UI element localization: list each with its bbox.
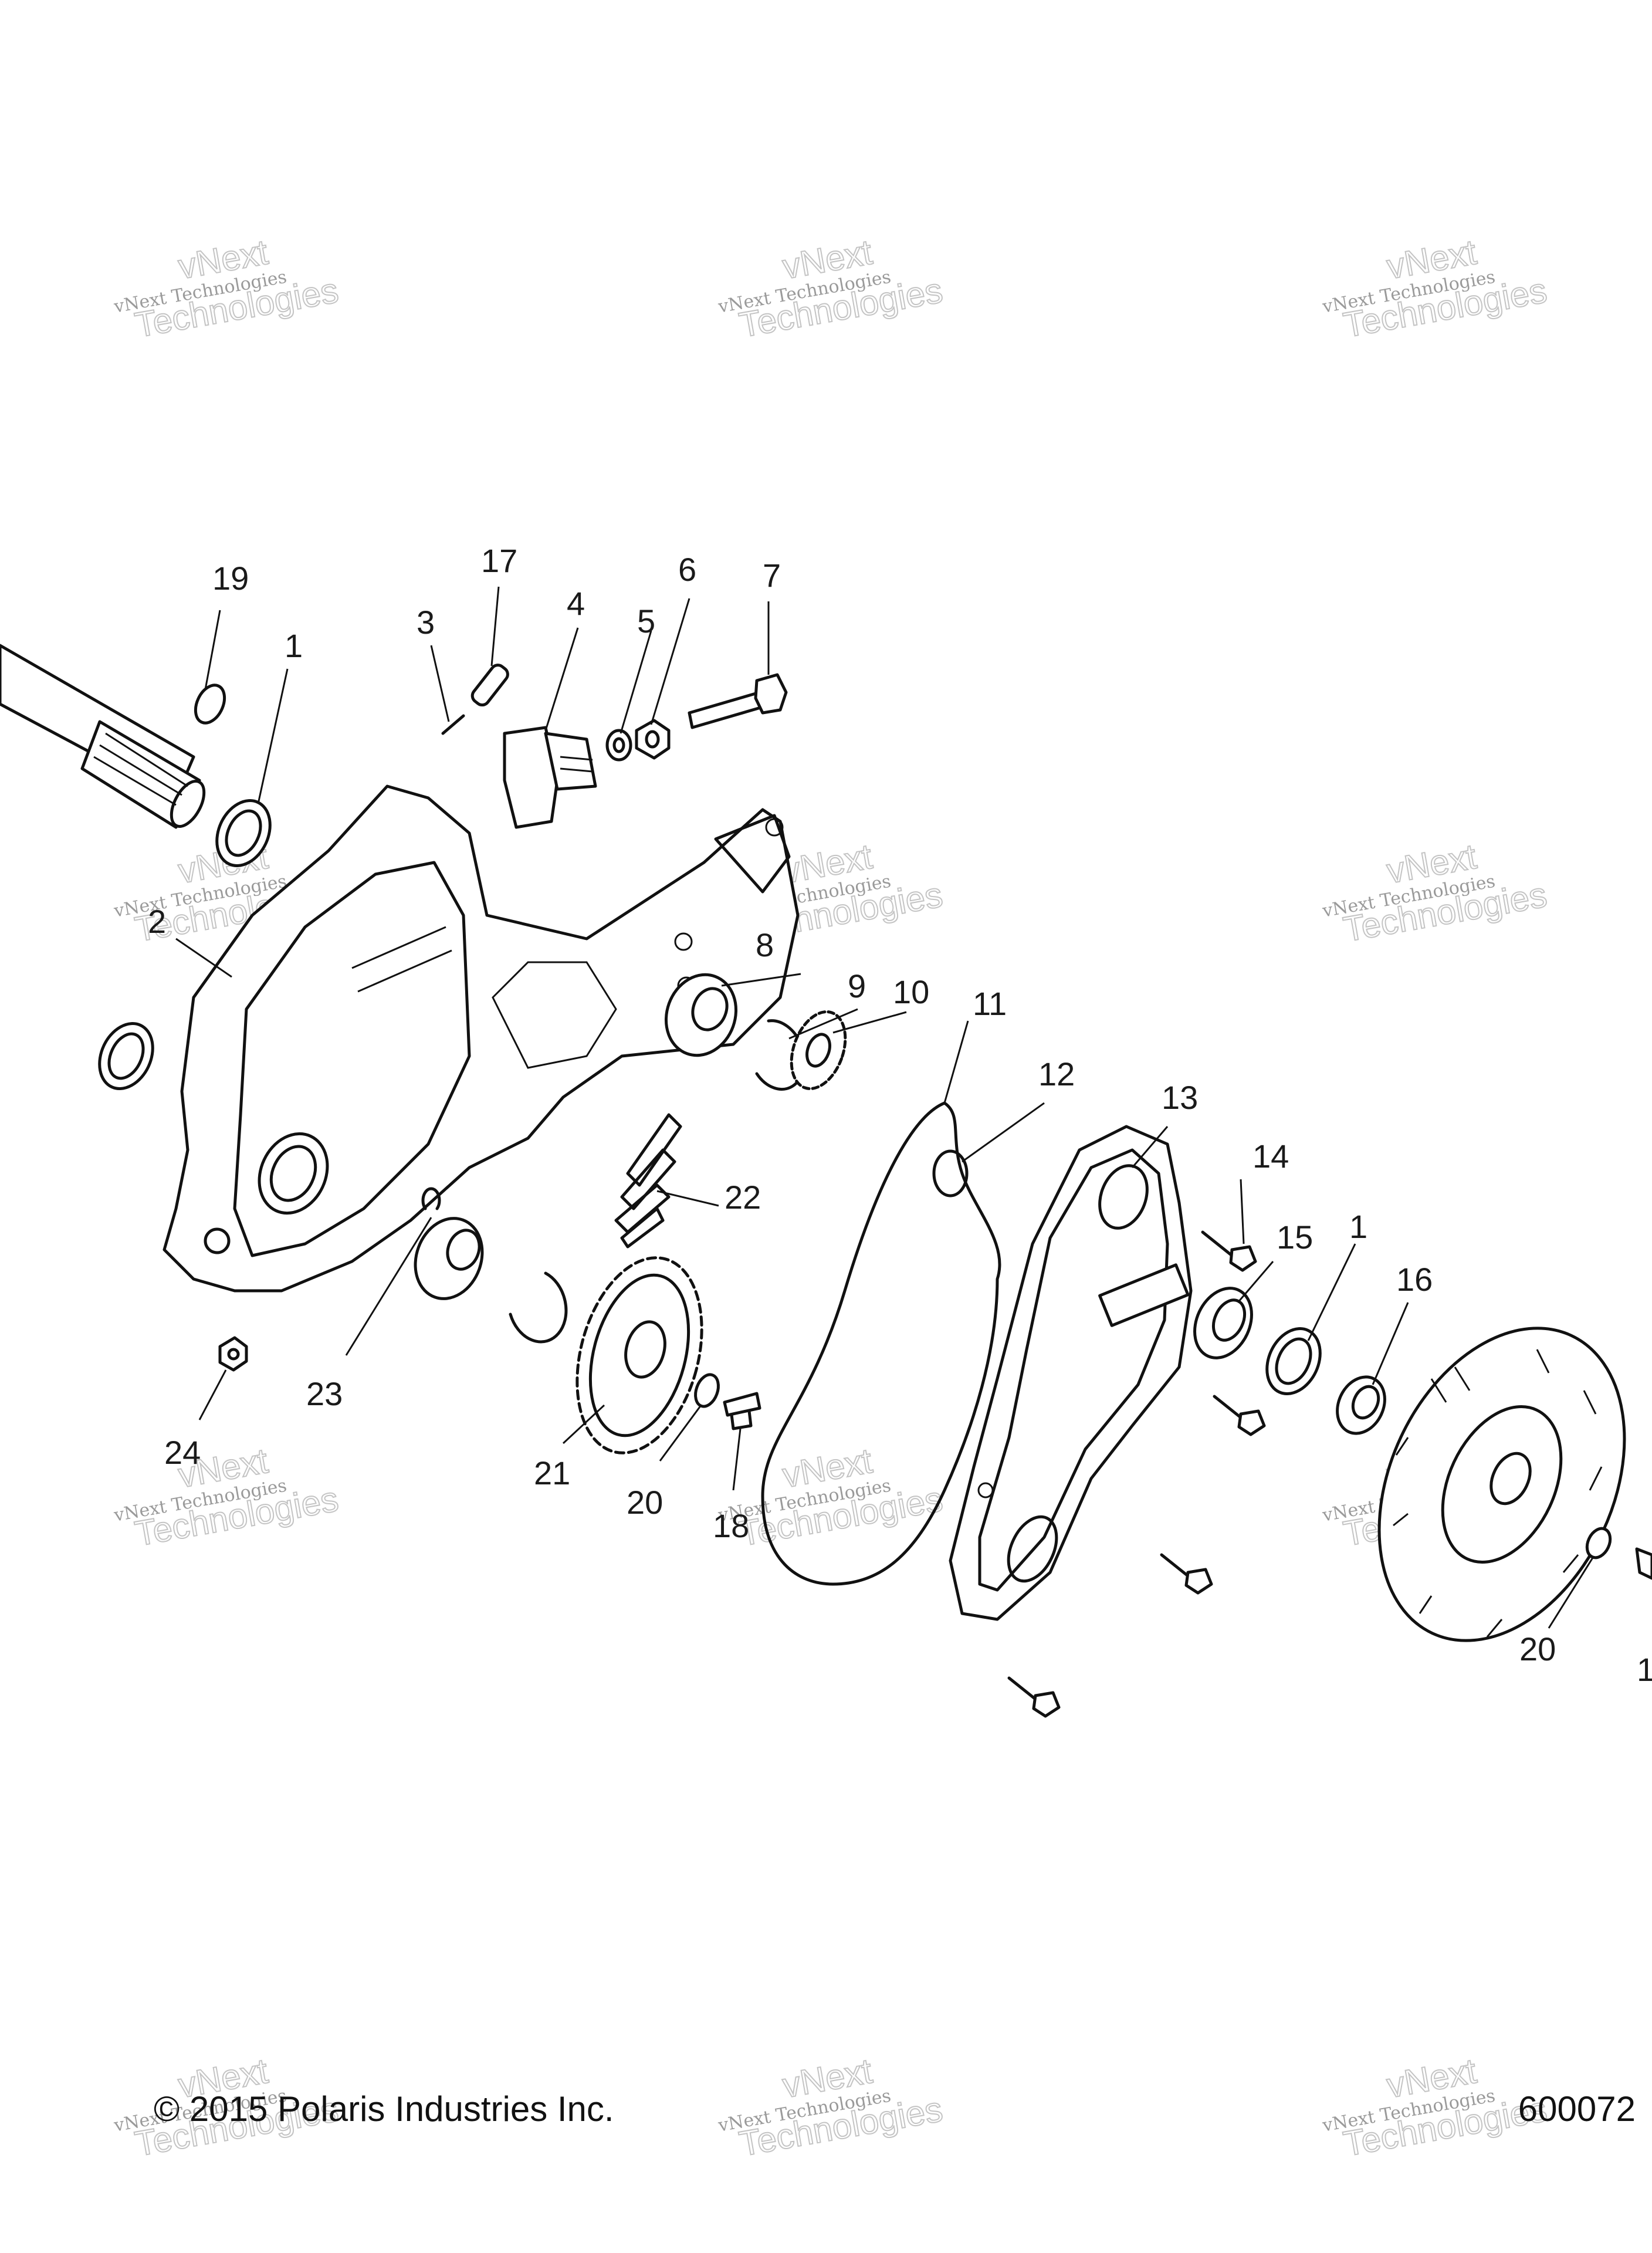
callout-16: 16	[1396, 1261, 1433, 1298]
bearing-15	[1193, 1287, 1253, 1359]
callout-8: 8	[756, 926, 774, 963]
leader-lines	[175, 586, 1594, 1629]
callout-17: 17	[481, 542, 517, 579]
callout-15: 15	[1277, 1219, 1313, 1256]
nut-24	[218, 1336, 248, 1372]
pin-17	[470, 664, 509, 707]
chaincase-cover	[949, 1125, 1193, 1621]
copyright-notice: © 2015 Polaris Industries Inc.	[154, 2089, 614, 2129]
washer-5	[605, 729, 632, 762]
callout-21: 21	[534, 1454, 570, 1491]
watermark: vNext vNext Technologies Technologies	[112, 232, 342, 346]
callout-2: 2	[148, 903, 166, 940]
tensioner-block	[503, 726, 597, 829]
watermark: vNext vNext Technologies Technologies	[1321, 836, 1551, 950]
splined-axle-shaft	[0, 644, 206, 829]
screw-cover-c	[1007, 1676, 1061, 1718]
callout-11: 11	[973, 985, 1007, 1022]
callout-14: 14	[1252, 1138, 1289, 1175]
callout-12: 12	[1038, 1056, 1075, 1092]
watermark: vNext vNext Technologies Technologies	[716, 2051, 946, 2164]
watermark: vNext vNext Technologies Technologies	[716, 232, 946, 346]
chain-22	[614, 1113, 682, 1249]
watermark: vNext vNext Technologies Technologies	[1321, 232, 1551, 346]
screw-cover-a	[1213, 1395, 1266, 1436]
callout-1-far-right: 1	[1637, 1651, 1652, 1688]
bearing-23-area	[414, 1217, 484, 1300]
seal-1-right	[1265, 1327, 1322, 1395]
callout-3: 3	[417, 604, 435, 641]
bearing-16	[1336, 1375, 1386, 1435]
figure-number: 600072	[1518, 2089, 1636, 2129]
callout-20-right: 20	[1519, 1630, 1556, 1667]
callout-1: 1	[285, 627, 303, 664]
callout-9: 9	[848, 967, 866, 1004]
seal-left-housing	[98, 1022, 154, 1090]
brake-disc	[1377, 1327, 1626, 1642]
callout-10: 10	[893, 973, 929, 1010]
callout-5: 5	[637, 603, 655, 640]
callout-20: 20	[627, 1484, 663, 1521]
washer-20	[694, 1373, 720, 1408]
gasket-11	[761, 1101, 1001, 1586]
washer-20-right	[1585, 1527, 1612, 1559]
chaincase-housing	[163, 784, 800, 1293]
callout-4: 4	[567, 585, 585, 622]
callout-7: 7	[763, 557, 781, 594]
bolt-18	[723, 1392, 761, 1430]
watermark: vNext vNext Technologies Technologies	[112, 1440, 342, 1554]
screw-14	[1201, 1230, 1257, 1272]
callout-24: 24	[164, 1434, 201, 1471]
snap-ring-21-area	[509, 1271, 568, 1344]
callout-1-right: 1	[1349, 1208, 1367, 1245]
snap-ring-19	[194, 684, 226, 725]
seal-1-left	[215, 799, 272, 867]
pin-3	[441, 714, 465, 735]
callout-22: 22	[725, 1179, 761, 1216]
nut-6	[635, 719, 671, 760]
callout-labels: 19 1 17 3 4 5 6 7 2 8 9 10 11 12 13 14 1…	[148, 542, 1652, 1688]
bolt-right-partial	[1635, 1547, 1652, 1580]
ring-23	[421, 1187, 441, 1210]
screw-cover-b	[1160, 1553, 1213, 1595]
bearing-8	[664, 973, 738, 1057]
watermark: vNext vNext Technologies Technologies	[1321, 2051, 1551, 2164]
bolt-7	[688, 673, 788, 729]
callout-6: 6	[678, 551, 696, 588]
callout-23: 23	[306, 1375, 343, 1412]
gear-21	[576, 1256, 703, 1454]
callout-19: 19	[212, 560, 249, 597]
sprocket-10	[790, 1010, 847, 1090]
callout-18: 18	[713, 1507, 749, 1544]
callout-13: 13	[1162, 1079, 1198, 1116]
